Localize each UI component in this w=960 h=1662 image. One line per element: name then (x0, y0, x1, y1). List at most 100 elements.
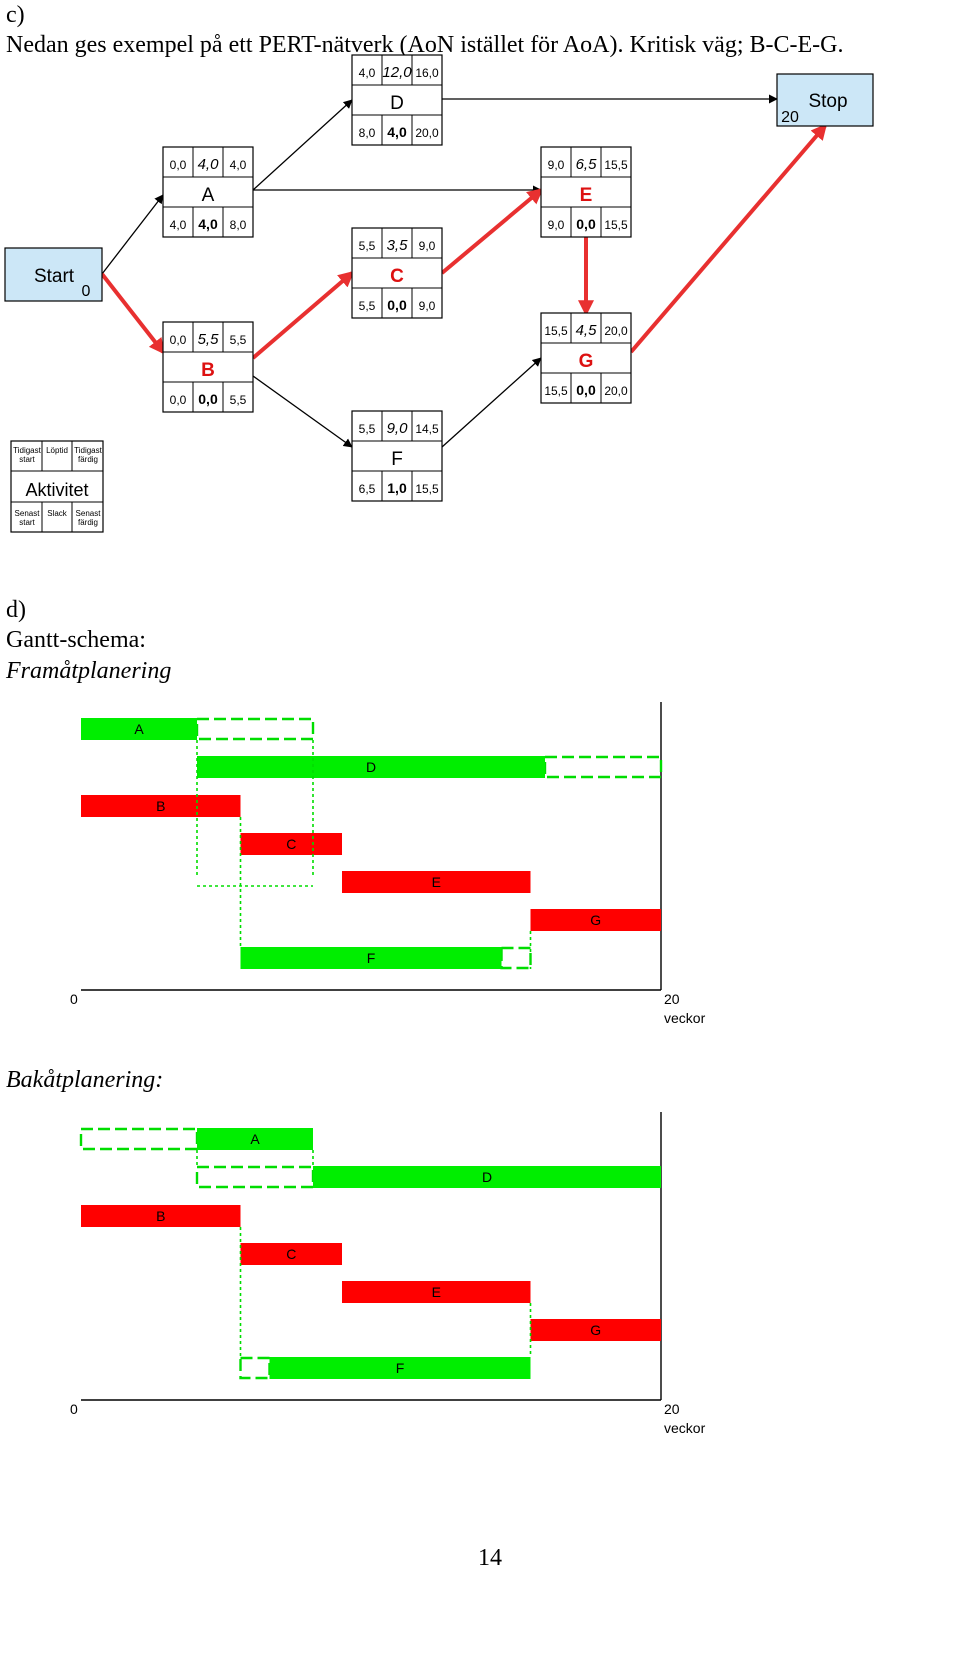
legend-earliest-finish: Tidigast (74, 446, 102, 455)
task-bar (313, 1166, 661, 1188)
gantt-title: Gantt-schema: (6, 627, 146, 653)
earliest-finish: 20,0 (604, 324, 628, 338)
task-label: E (432, 1284, 441, 1300)
section-d-label: d) (6, 597, 26, 623)
legend-activity: Aktivitet (25, 480, 88, 500)
gantt-task-d: D (197, 755, 663, 779)
duration: 9,0 (387, 420, 409, 437)
latest-finish: 9,0 (419, 299, 436, 313)
latest-finish: 15,5 (415, 482, 439, 496)
duration: 6,5 (576, 156, 598, 173)
pert-node-g-box (540, 312, 632, 404)
earliest-start: 4,0 (359, 66, 376, 80)
slack-bar (543, 755, 663, 779)
gantt-task-g: G (530, 909, 661, 931)
task-label: A (250, 1131, 260, 1147)
gantt-task-b: B (81, 1205, 241, 1227)
earliest-finish: 14,5 (415, 422, 439, 436)
task-label: E (432, 874, 441, 890)
latest-finish: 5,5 (230, 393, 247, 407)
pert-node-c-box (351, 227, 443, 319)
legend-slack: Slack (47, 509, 68, 518)
task-label: B (156, 798, 165, 814)
latest-start: 6,5 (359, 482, 376, 496)
earliest-start: 5,5 (359, 422, 376, 436)
gantt-task-e: E (342, 1281, 531, 1303)
task-label: D (482, 1169, 492, 1185)
axis-unit-label: veckor (664, 1010, 706, 1026)
legend-earliest-finish: färdig (78, 455, 98, 464)
edge-c-to-e (440, 187, 544, 275)
legend-latest-start: start (19, 518, 35, 527)
edge-a-to-d (252, 99, 353, 191)
activity-name: G (579, 351, 594, 372)
edge-b-to-c (251, 270, 355, 360)
edge-f-to-g (441, 357, 542, 448)
earliest-finish: 15,5 (604, 158, 628, 172)
task-label: C (286, 1246, 296, 1262)
gantt-forward-title: Framåtplanering (5, 658, 171, 684)
earliest-finish: 9,0 (419, 239, 436, 253)
slack-bar (195, 1165, 315, 1189)
gantt-task-f: F (240, 946, 532, 970)
gantt-task-d: D (195, 1165, 661, 1189)
slack: 0,0 (576, 216, 596, 232)
task-bar (240, 947, 502, 969)
activity-name: B (201, 360, 215, 381)
duration: 4,5 (576, 322, 598, 339)
gantt-task-a: A (79, 1127, 313, 1151)
axis-end-label: 20 (664, 1401, 680, 1417)
duration: 3,5 (387, 237, 409, 254)
earliest-finish: 16,0 (415, 66, 439, 80)
earliest-finish: 4,0 (230, 158, 247, 172)
legend-box (10, 440, 104, 533)
stop-label: Stop (808, 91, 847, 112)
axis-end-label: 20 (664, 991, 680, 1007)
activity-name: C (390, 266, 404, 287)
task-label: G (590, 1322, 601, 1338)
latest-start: 5,5 (359, 299, 376, 313)
section-c-label: c) (6, 2, 25, 28)
task-label: F (367, 950, 376, 966)
slack: 4,0 (198, 216, 218, 232)
legend-earliest-start: start (19, 455, 35, 464)
latest-start: 15,5 (544, 384, 568, 398)
slack: 0,0 (576, 382, 596, 398)
latest-start: 0,0 (170, 393, 187, 407)
pert-node-a-box (162, 146, 254, 238)
task-bar (269, 1357, 531, 1379)
activity-name: E (580, 185, 593, 206)
task-bar (81, 1205, 241, 1227)
latest-finish: 20,0 (415, 126, 439, 140)
task-bar (197, 1128, 313, 1150)
slack: 0,0 (387, 297, 407, 313)
gantt-task-b: B (81, 795, 241, 817)
task-label: B (156, 1208, 165, 1224)
start-label: Start (34, 266, 75, 287)
latest-start: 8,0 (359, 126, 376, 140)
task-label: A (134, 721, 144, 737)
task-label: D (366, 759, 376, 775)
task-bar (197, 756, 545, 778)
task-bar (240, 833, 342, 855)
latest-finish: 20,0 (604, 384, 628, 398)
edge-g-to-stop (629, 123, 828, 354)
gantt-task-c: C (240, 833, 342, 855)
earliest-start: 0,0 (170, 158, 187, 172)
legend-latest-start: Senast (15, 509, 41, 518)
earliest-start: 15,5 (544, 324, 568, 338)
slack: 1,0 (387, 480, 407, 496)
task-bar (342, 1281, 531, 1303)
activity-name: D (390, 93, 404, 114)
pert-edges (100, 94, 828, 448)
activity-name: F (391, 449, 403, 470)
edge-start-to-a (101, 194, 164, 275)
